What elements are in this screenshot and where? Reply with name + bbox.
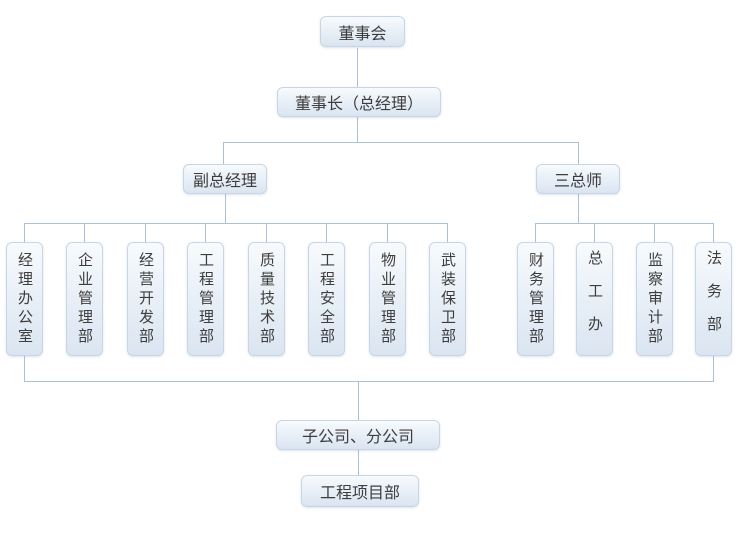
node-dept-finance-mgmt: 财务管理部 xyxy=(517,242,554,356)
node-dept-label: 物业管理部 xyxy=(379,251,396,347)
node-dept-armed-security: 武装保卫部 xyxy=(429,242,466,356)
connector-chiefs-drop xyxy=(578,194,579,223)
node-dept-supervision-audit: 监察审计部 xyxy=(636,242,673,356)
node-project-dept-label: 工程项目部 xyxy=(319,485,400,502)
node-deputy-gm: 副总经理 xyxy=(183,164,267,194)
node-dept-legal: 法务部 xyxy=(695,242,732,356)
connector-stub xyxy=(447,223,448,242)
connector-chairman-drop xyxy=(357,117,358,142)
connector-stub xyxy=(145,223,146,242)
node-dept-label: 经理办公室 xyxy=(16,251,33,347)
connector-stub xyxy=(654,223,655,242)
node-dept-label: 财务管理部 xyxy=(527,251,544,347)
node-three-chiefs: 三总师 xyxy=(536,164,620,194)
node-dept-label: 总工办 xyxy=(586,249,603,349)
node-dept-label: 监察审计部 xyxy=(646,251,663,347)
node-dept-business-dev: 经营开发部 xyxy=(127,242,164,356)
node-dept-quality-tech: 质量技术部 xyxy=(248,242,285,356)
connector-stub xyxy=(205,223,206,242)
node-dept-engineering-safety: 工程安全部 xyxy=(308,242,345,356)
node-three-chiefs-label: 三总师 xyxy=(553,173,602,190)
connector-stub xyxy=(24,223,25,242)
node-project-dept: 工程项目部 xyxy=(301,475,419,507)
node-dept-label: 法务部 xyxy=(705,249,722,349)
connector-stub xyxy=(713,223,714,242)
connector-stub xyxy=(266,223,267,242)
connector-deputy-drop xyxy=(225,194,226,223)
connector-right-horizontal xyxy=(535,223,713,224)
node-dept-manager-office: 经理办公室 xyxy=(6,242,43,356)
node-board-label: 董事会 xyxy=(338,25,387,43)
node-dept-chief-engineer-office: 总工办 xyxy=(576,242,613,356)
connector-stub xyxy=(84,223,85,242)
node-dept-label: 工程管理部 xyxy=(197,251,214,347)
node-dept-label: 武装保卫部 xyxy=(439,251,456,347)
node-subsidiaries: 子公司、分公司 xyxy=(276,420,440,450)
node-dept-property-mgmt: 物业管理部 xyxy=(369,242,406,356)
connector-stub xyxy=(594,223,595,242)
node-dept-engineering-mgmt: 工程管理部 xyxy=(187,242,224,356)
node-dept-label: 企业管理部 xyxy=(76,251,93,347)
node-dept-label: 质量技术部 xyxy=(258,251,275,347)
node-dept-label: 工程安全部 xyxy=(318,251,335,347)
node-subsidiaries-label: 子公司、分公司 xyxy=(301,429,414,446)
connector-depts-right-drop xyxy=(713,356,714,381)
connector-stub xyxy=(387,223,388,242)
connector-depts-left-drop xyxy=(24,356,25,381)
node-dept-enterprise-mgmt: 企业管理部 xyxy=(66,242,103,356)
connector-stub xyxy=(535,223,536,242)
connector-level2-horizontal xyxy=(223,142,579,143)
node-chairman-label: 董事长（总经理） xyxy=(294,96,423,113)
connector-stub xyxy=(326,223,327,242)
connector-board-chairman xyxy=(357,48,358,87)
connector-subsidiaries-project xyxy=(358,450,359,475)
node-dept-label: 经营开发部 xyxy=(137,251,154,347)
node-deputy-gm-label: 副总经理 xyxy=(192,173,257,190)
node-board: 董事会 xyxy=(320,16,405,47)
connector-to-subsidiaries xyxy=(358,381,359,420)
connector-to-deputy-gm xyxy=(223,142,224,164)
connector-bottom-horizontal xyxy=(24,381,714,382)
node-chairman: 董事长（总经理） xyxy=(277,87,441,117)
connector-left-horizontal xyxy=(24,223,448,224)
connector-to-three-chiefs xyxy=(578,142,579,164)
